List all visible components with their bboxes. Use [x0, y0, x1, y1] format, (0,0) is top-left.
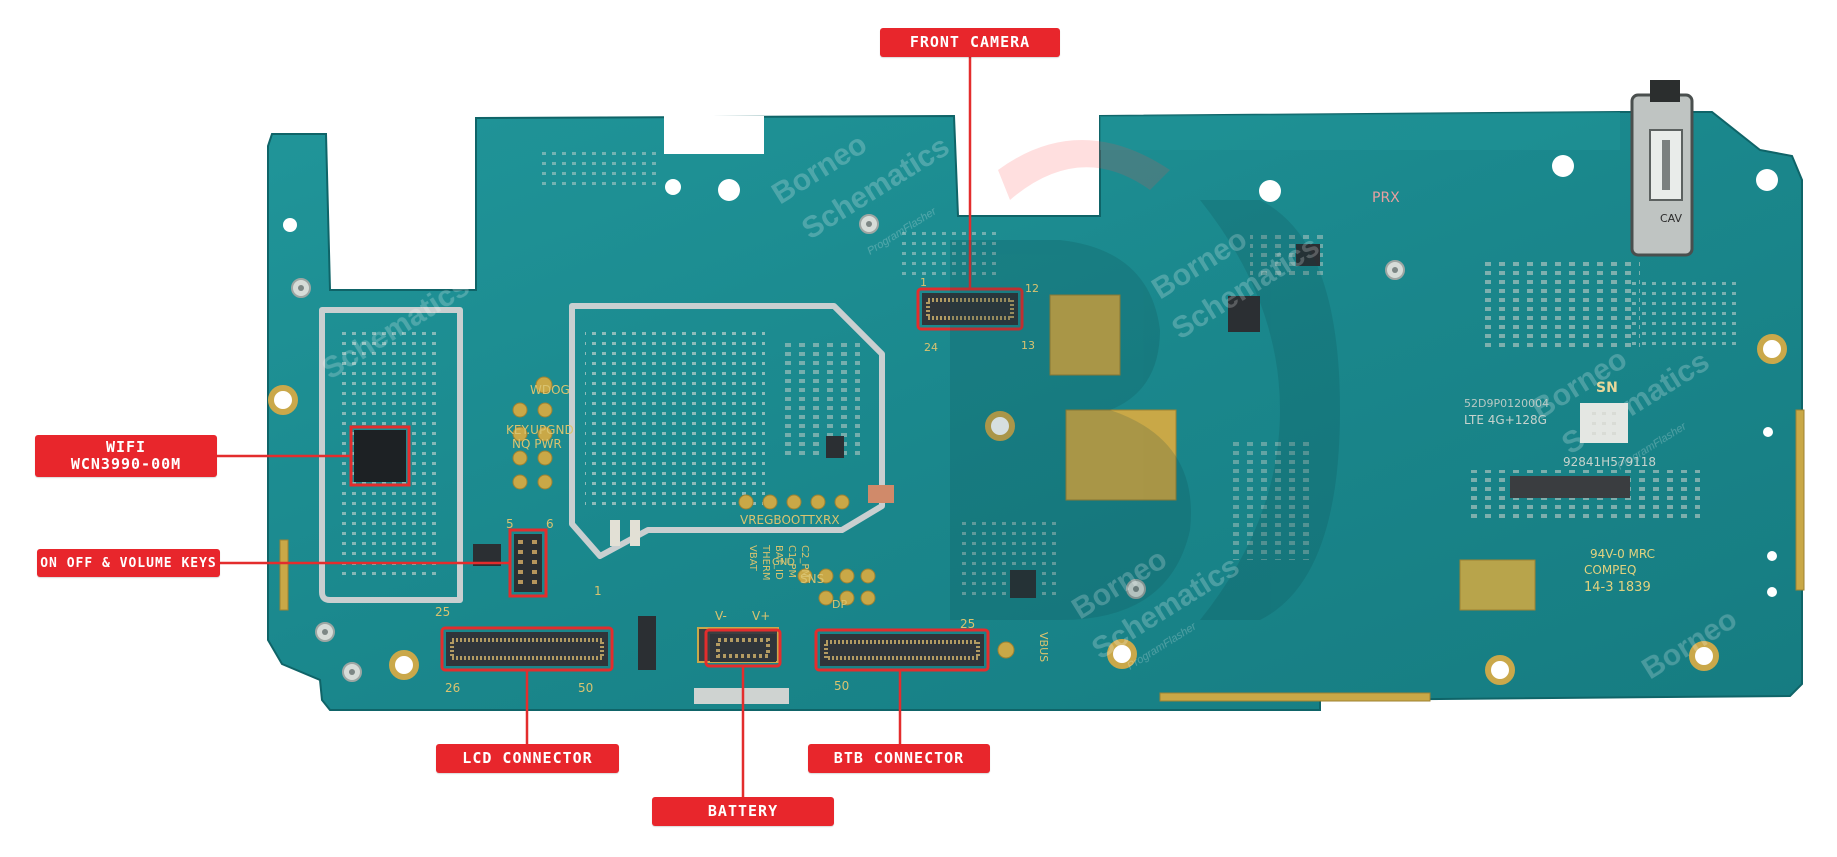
- silk-jack-label: CAV: [1660, 212, 1683, 225]
- callout-lcd-connector: LCD CONNECTOR: [436, 744, 619, 773]
- silk-btb-pin-25: 25: [960, 617, 975, 631]
- silk-cam-pin-12: 12: [1025, 282, 1039, 295]
- shield-frame-left: [319, 307, 463, 603]
- callout-lcd-text: LCD CONNECTOR: [462, 749, 593, 767]
- silk-c2-pm: C2_PM: [799, 545, 810, 578]
- callout-wifi: WIFI WCN3990-00M: [35, 435, 217, 477]
- silk-gnd: GND: [772, 557, 795, 568]
- silk-rating: 94V-0 MRC: [1590, 547, 1655, 561]
- silk-key-pin-6: 6: [546, 517, 554, 531]
- silk-bat-id: BAT_ID: [773, 545, 784, 580]
- silk-cam-pin-24: 24: [924, 341, 938, 354]
- callout-wifi-line2: WCN3990-00M: [70, 455, 182, 473]
- silk-btb-pin-50: 50: [834, 679, 849, 693]
- silk-dp: DP: [832, 598, 847, 611]
- silk-c1-pm: C1_PM: [786, 545, 797, 578]
- pcb-board: [267, 111, 1803, 711]
- callout-wifi-line1: WIFI: [105, 438, 147, 456]
- silk-date-code: 14-3 1839: [1584, 580, 1651, 595]
- silk-lcd-pin-50: 50: [578, 681, 593, 695]
- callout-btb-connector: BTB CONNECTOR: [808, 744, 990, 773]
- watermark: [950, 140, 1340, 620]
- silk-prx: PRX: [1372, 190, 1400, 206]
- callout-front-camera: FRONT CAMERA: [880, 28, 1060, 57]
- callout-battery: BATTERY: [652, 797, 834, 826]
- silk-lte: LTE 4G+128G: [1464, 413, 1547, 427]
- silk-key-upgnd: KEY.UPGND: [506, 423, 574, 437]
- silk-nq-pwr: NQ PWR: [512, 437, 562, 451]
- silk-vplus: V+: [752, 609, 770, 623]
- silk-vminus: V-: [715, 609, 727, 623]
- silk-lcd-pin-1: 1: [594, 584, 602, 598]
- silk-lcd-pin-26: 26: [445, 681, 460, 695]
- silk-vbus: VBUS: [1037, 632, 1050, 662]
- btb-connector-highlight: [814, 628, 990, 672]
- callout-keys-text: ON OFF & VOLUME KEYS: [40, 555, 217, 571]
- silk-compeq: COMPEQ: [1584, 563, 1636, 577]
- silk-serial: 92841H579118: [1563, 455, 1656, 469]
- silk-key-pin-5: 5: [506, 517, 514, 531]
- callout-front-camera-text: FRONT CAMERA: [909, 33, 1031, 51]
- silk-sn: SN: [1596, 380, 1618, 396]
- callout-btb-text: BTB CONNECTOR: [833, 749, 965, 767]
- silk-vreg-boot-txrx: VREGBOOTTXRX: [740, 513, 840, 527]
- silk-sns: SNS: [800, 572, 824, 586]
- silk-wdog: WDOG: [530, 383, 570, 397]
- silk-cam-pin-1: 1: [920, 276, 927, 289]
- silk-cam-pin-13: 13: [1021, 339, 1035, 352]
- silk-vbat: VBAT: [747, 545, 758, 572]
- shield-frame-center: [569, 303, 885, 559]
- silk-lcd-pin-25: 25: [435, 605, 450, 619]
- audio-jack: [1630, 80, 1694, 257]
- callout-battery-text: BATTERY: [707, 802, 779, 820]
- callout-keys: ON OFF & VOLUME KEYS: [37, 549, 220, 577]
- silk-therm: THERM: [760, 544, 771, 581]
- silk-board-id: 52D9P0120004: [1464, 397, 1549, 410]
